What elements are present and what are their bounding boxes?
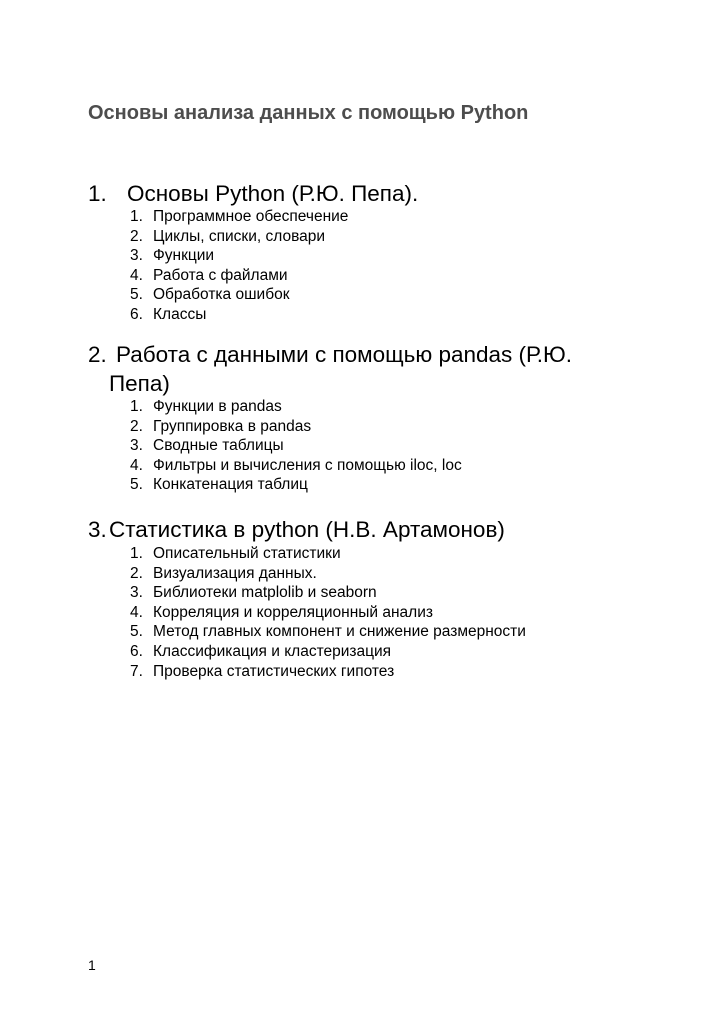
item-number: 4.	[130, 456, 143, 474]
item-number: 4.	[130, 603, 143, 621]
list-item: 1. Описательный статистики	[130, 544, 526, 564]
item-text: Визуализация данных.	[153, 564, 317, 582]
page-title: Основы анализа данных с помощью Python	[88, 102, 529, 124]
list-item: 3. Библиотеки matplolib и seaborn	[130, 583, 526, 603]
list-item: 3. Сводные таблицы	[130, 436, 462, 456]
item-number: 5.	[130, 623, 143, 641]
list-item: 2. Группировка в pandas	[130, 417, 462, 437]
list-item: 5. Конкатенация таблиц	[130, 475, 462, 495]
item-text: Сводные таблицы	[153, 437, 284, 455]
section-heading-1: 1. Основы Python (Р.Ю. Пепа).	[88, 179, 418, 208]
item-number: 2.	[130, 564, 143, 582]
item-number: 3.	[130, 247, 143, 265]
list-item: 1. Программное обеспечение	[130, 207, 348, 227]
item-text: Обработка ошибок	[153, 286, 290, 304]
item-text: Метод главных компонент и снижение разме…	[153, 623, 526, 641]
list-item: 1. Функции в pandas	[130, 397, 462, 417]
list-item: 7. Проверка статистических гипотез	[130, 662, 526, 682]
list-item: 4. Работа с файлами	[130, 266, 348, 286]
item-number: 3.	[130, 437, 143, 455]
item-number: 6.	[130, 305, 143, 323]
item-text: Проверка статистических гипотез	[153, 662, 395, 680]
section-3-items: 1. Описательный статистики 2. Визуализация…	[130, 544, 526, 681]
section-2-items: 1. Функции в pandas 2. Группировка в panda…	[130, 397, 462, 495]
item-text: Классы	[153, 305, 207, 323]
section-title-line-1: Работа с данными с помощью pandas (Р.Ю.	[116, 342, 573, 367]
section-heading-3: 3.Статистика в python (Н.В. Артамонов)	[88, 515, 505, 544]
item-number: 2.	[130, 417, 143, 435]
section-number: 3.	[88, 517, 107, 542]
section-number: 2.	[88, 342, 107, 367]
section-1-items: 1. Программное обеспечение 2. Циклы, списк…	[130, 207, 348, 325]
section-title-line-2: Пепа)	[109, 371, 170, 396]
item-text: Группировка в pandas	[153, 417, 312, 435]
section-title: Статистика в python (Н.В. Артамонов)	[109, 517, 505, 542]
item-number: 5.	[130, 286, 143, 304]
item-text: Корреляция и корреляционный анализ	[153, 603, 433, 621]
list-item: 4. Фильтры и вычисления с помощью iloc, l…	[130, 456, 462, 476]
item-text: Циклы, списки, словари	[153, 227, 326, 245]
section-number: 1.	[88, 181, 107, 206]
item-number: 7.	[130, 662, 143, 680]
list-item: 6. Классификация и кластеризация	[130, 642, 526, 662]
item-text: Функции	[153, 247, 215, 265]
item-text: Фильтры и вычисления с помощью iloc, loc	[153, 456, 462, 474]
item-text: Библиотеки matplolib и seaborn	[153, 584, 377, 602]
item-text: Классификация и кластеризация	[153, 642, 392, 660]
list-item: 5. Обработка ошибок	[130, 285, 348, 305]
item-number: 4.	[130, 266, 143, 284]
section-title: Основы Python (Р.Ю. Пепа).	[127, 181, 419, 206]
item-number: 3.	[130, 584, 143, 602]
item-number: 5.	[130, 476, 143, 494]
list-item: 3. Функции	[130, 246, 348, 266]
item-text: Описательный статистики	[153, 545, 341, 562]
item-number: 6.	[130, 642, 143, 660]
item-number: 1.	[130, 398, 143, 415]
item-text: Работа с файлами	[153, 266, 288, 284]
item-text: Программное обеспечение	[153, 208, 349, 225]
list-item: 4. Корреляция и корреляционный анализ	[130, 603, 526, 623]
item-number: 1.	[130, 545, 143, 562]
item-number: 2.	[130, 227, 143, 245]
item-number: 1.	[130, 208, 143, 225]
list-item: 6. Классы	[130, 305, 348, 325]
item-text: Конкатенация таблиц	[153, 476, 308, 494]
list-item: 2. Визуализация данных.	[130, 564, 526, 584]
item-text: Функции в pandas	[153, 398, 282, 415]
list-item: 5. Метод главных компонент и снижение раз…	[130, 622, 526, 642]
section-heading-2: 2. Работа с данными с помощью pandas (Р.Ю…	[88, 340, 572, 398]
list-item: 2. Циклы, списки, словари	[130, 227, 348, 247]
page-number: 1	[88, 957, 96, 973]
